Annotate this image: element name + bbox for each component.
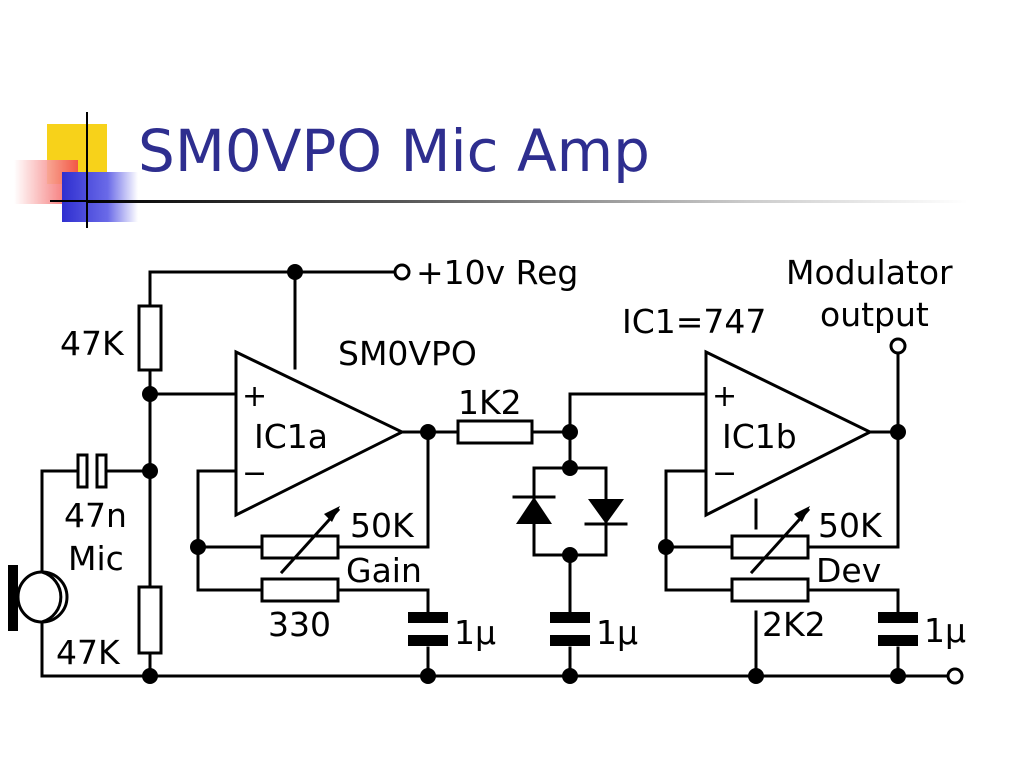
resistor-330 — [260, 577, 340, 603]
slide-title: SM0VPO Mic Amp — [138, 117, 650, 185]
minus-ic1b: − — [712, 456, 737, 491]
capacitor-1u-a — [408, 612, 448, 646]
label-mic: Mic — [68, 539, 124, 578]
label-supply: +10v Reg — [416, 253, 578, 292]
capacitor-1u-c — [878, 612, 918, 646]
pot-gain-50k — [260, 534, 340, 560]
label-ic1a: IC1a — [254, 417, 328, 456]
label-r-gain-min: 330 — [268, 605, 331, 644]
minus-ic1a: − — [242, 456, 267, 491]
label-designer: SM0VPO — [338, 334, 477, 373]
opamp-ic1b — [704, 349, 874, 518]
capacitor-1u-b — [550, 612, 590, 646]
label-pot-dev: Dev — [816, 551, 881, 590]
microphone-icon — [8, 565, 69, 631]
label-output-line2: output — [820, 295, 929, 334]
pot-gain-arrow — [279, 506, 341, 575]
pot-dev-50k — [730, 534, 810, 560]
terminal-ground — [946, 667, 964, 685]
plus-ic1a: + — [242, 379, 267, 414]
label-c-bypass-1: 1µ — [454, 613, 496, 652]
diode-right — [584, 499, 628, 526]
label-r-series: 1K2 — [458, 383, 522, 422]
label-output-line1: Modulator — [786, 253, 953, 292]
label-r-dev-min: 2K2 — [762, 605, 826, 644]
resistor-1k2 — [456, 419, 534, 445]
opamp-ic1a — [234, 349, 406, 518]
title-decoration — [0, 0, 140, 240]
junction-dots — [142, 264, 906, 684]
label-pot-dev-value: 50K — [818, 506, 883, 545]
label-c-bypass-2: 1µ — [596, 613, 638, 652]
deco-blue-square — [62, 172, 138, 222]
label-c-bypass-3: 1µ — [924, 611, 966, 650]
resistor-47k-top — [137, 304, 163, 372]
label-pot-gain-value: 50K — [350, 506, 415, 545]
label-ic-type: IC1=747 — [622, 302, 766, 341]
terminal-supply — [393, 263, 411, 281]
resistor-2k2 — [730, 577, 810, 603]
deco-vertical-line — [86, 112, 88, 228]
diode-left — [512, 495, 556, 524]
terminal-output — [889, 337, 907, 355]
plus-ic1b: + — [712, 379, 737, 414]
label-c-coupling: 47n — [64, 496, 127, 535]
label-pot-gain: Gain — [346, 551, 422, 590]
resistor-47k-bottom — [137, 585, 163, 655]
capacitor-47n — [76, 453, 108, 489]
label-r-top-bias: 47K — [60, 324, 125, 363]
label-r-bottom-bias: 47K — [56, 633, 121, 672]
label-ic1b: IC1b — [722, 417, 797, 456]
pot-dev-arrow — [749, 498, 811, 575]
title-underline — [88, 200, 968, 203]
